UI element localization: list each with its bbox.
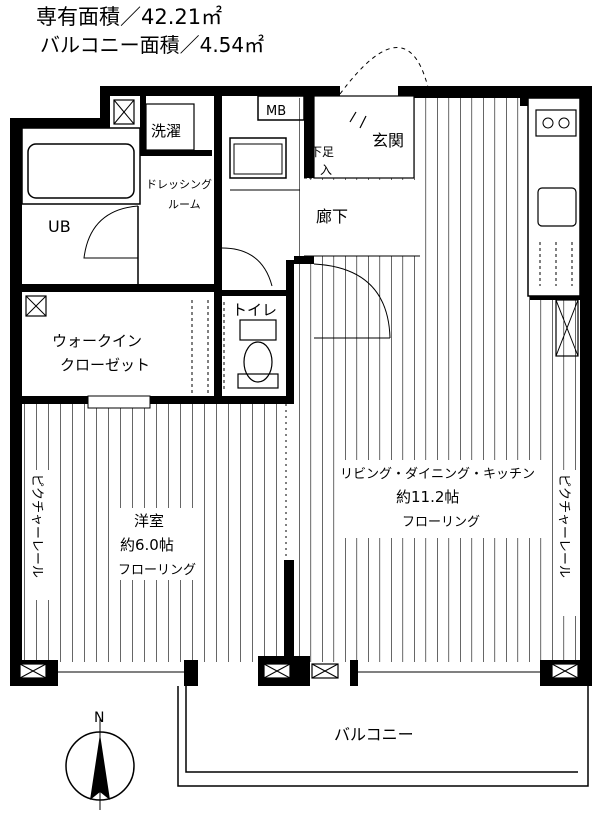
washbasin-icon — [229, 137, 287, 179]
closet-vent-icon — [25, 295, 47, 317]
bathtub-icon — [27, 143, 135, 199]
interior-walls — [22, 96, 580, 404]
balcony-outline — [177, 686, 589, 787]
vent-icon — [113, 99, 135, 125]
toilet-icon — [237, 319, 279, 389]
walls — [10, 86, 592, 686]
kitchen-vent-icon — [555, 299, 579, 357]
sink-icon — [537, 187, 577, 227]
compass-icon — [65, 718, 135, 810]
stove-icon — [535, 109, 577, 137]
